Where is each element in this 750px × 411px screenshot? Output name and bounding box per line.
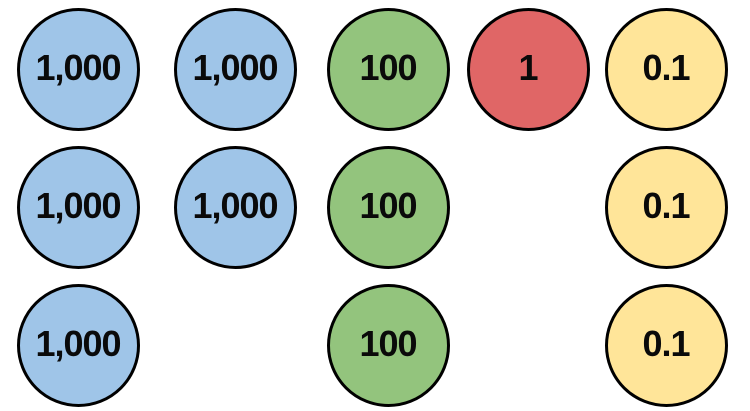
disk-value-label: 0.1 xyxy=(642,185,690,226)
place-value-disk-tenth: 0.1 xyxy=(604,283,728,407)
place-value-disk-thousand: 1,000 xyxy=(173,145,297,269)
place-value-disk-thousand: 1,000 xyxy=(16,7,140,131)
disk-value-label: 1 xyxy=(518,47,538,88)
disk-value-label: 1,000 xyxy=(35,47,121,88)
place-value-disk-hundred: 100 xyxy=(326,283,450,407)
disk-value-label: 0.1 xyxy=(642,323,690,364)
disk-value-label: 100 xyxy=(359,323,417,364)
place-value-disk-thousand: 1,000 xyxy=(16,145,140,269)
place-value-disk-tenth: 0.1 xyxy=(604,7,728,131)
disk-value-label: 100 xyxy=(359,47,417,88)
disk-value-label: 1,000 xyxy=(192,47,278,88)
place-value-disk-tenth: 0.1 xyxy=(604,145,728,269)
disk-value-label: 0.1 xyxy=(642,47,690,88)
place-value-disk-hundred: 100 xyxy=(326,145,450,269)
place-value-disk-thousand: 1,000 xyxy=(173,7,297,131)
disk-value-label: 1,000 xyxy=(35,323,121,364)
disk-value-label: 100 xyxy=(359,185,417,226)
disk-value-label: 1,000 xyxy=(192,185,278,226)
disk-value-label: 1,000 xyxy=(35,185,121,226)
place-value-disk-one: 1 xyxy=(466,7,590,131)
place-value-disk-thousand: 1,000 xyxy=(16,283,140,407)
place-value-disk-hundred: 100 xyxy=(326,7,450,131)
